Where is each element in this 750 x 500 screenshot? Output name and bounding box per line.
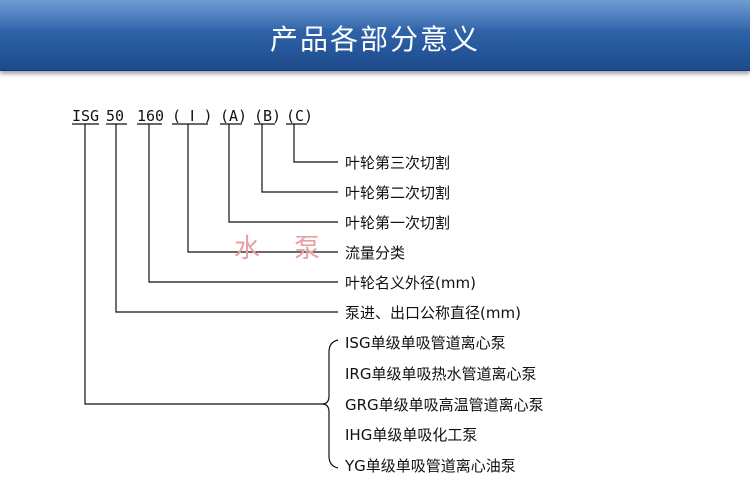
desc-second-cut: 叶轮第二次切割 [345, 184, 451, 202]
desc-impeller-diameter: 叶轮名义外径(mm) [345, 274, 476, 292]
pump-type-yg: YG单级单吸管道离心油泵 [345, 457, 516, 475]
pump-type-isg: ISG单级单吸管道离心泵 [345, 334, 506, 352]
pump-type-irg: IRG单级单吸热水管道离心泵 [345, 365, 537, 383]
curly-brace [321, 339, 339, 469]
page-title: 产品各部分意义 [269, 23, 480, 56]
pump-type-grg: GRG单级单吸高温管道离心泵 [345, 396, 544, 414]
connector-50-leader [115, 124, 338, 313]
watermark-char-1: 水 [234, 234, 261, 264]
desc-flow-class: 流量分类 [345, 244, 406, 262]
desc-first-cut: 叶轮第一次切割 [345, 214, 451, 232]
connector-a-leader [228, 124, 338, 223]
desc-nominal-diameter: 泵进、出口公称直径(mm) [345, 304, 521, 322]
header-banner: 产品各部分意义 [0, 0, 750, 71]
pump-type-ihg: IHG单级单吸化工泵 [345, 426, 478, 444]
connector-c-leader [293, 124, 338, 163]
code-flow: ( Ⅰ ) [172, 107, 213, 125]
desc-third-cut: 叶轮第三次切割 [345, 154, 451, 172]
code-b: (B) [254, 107, 282, 125]
header-gloss [0, 0, 750, 28]
connector-flow-leader [187, 124, 338, 253]
watermark-char-2: 泵 [294, 234, 321, 264]
code-a: (A) [220, 107, 248, 125]
connector-b-leader [261, 124, 338, 193]
code-diameter: 50 [106, 107, 125, 125]
connector-160-leader [148, 124, 338, 283]
code-isg: ISG [72, 107, 100, 125]
code-impeller: 160 [137, 107, 165, 125]
connector-isg-leader [84, 124, 322, 405]
code-c: (C) [286, 107, 314, 125]
